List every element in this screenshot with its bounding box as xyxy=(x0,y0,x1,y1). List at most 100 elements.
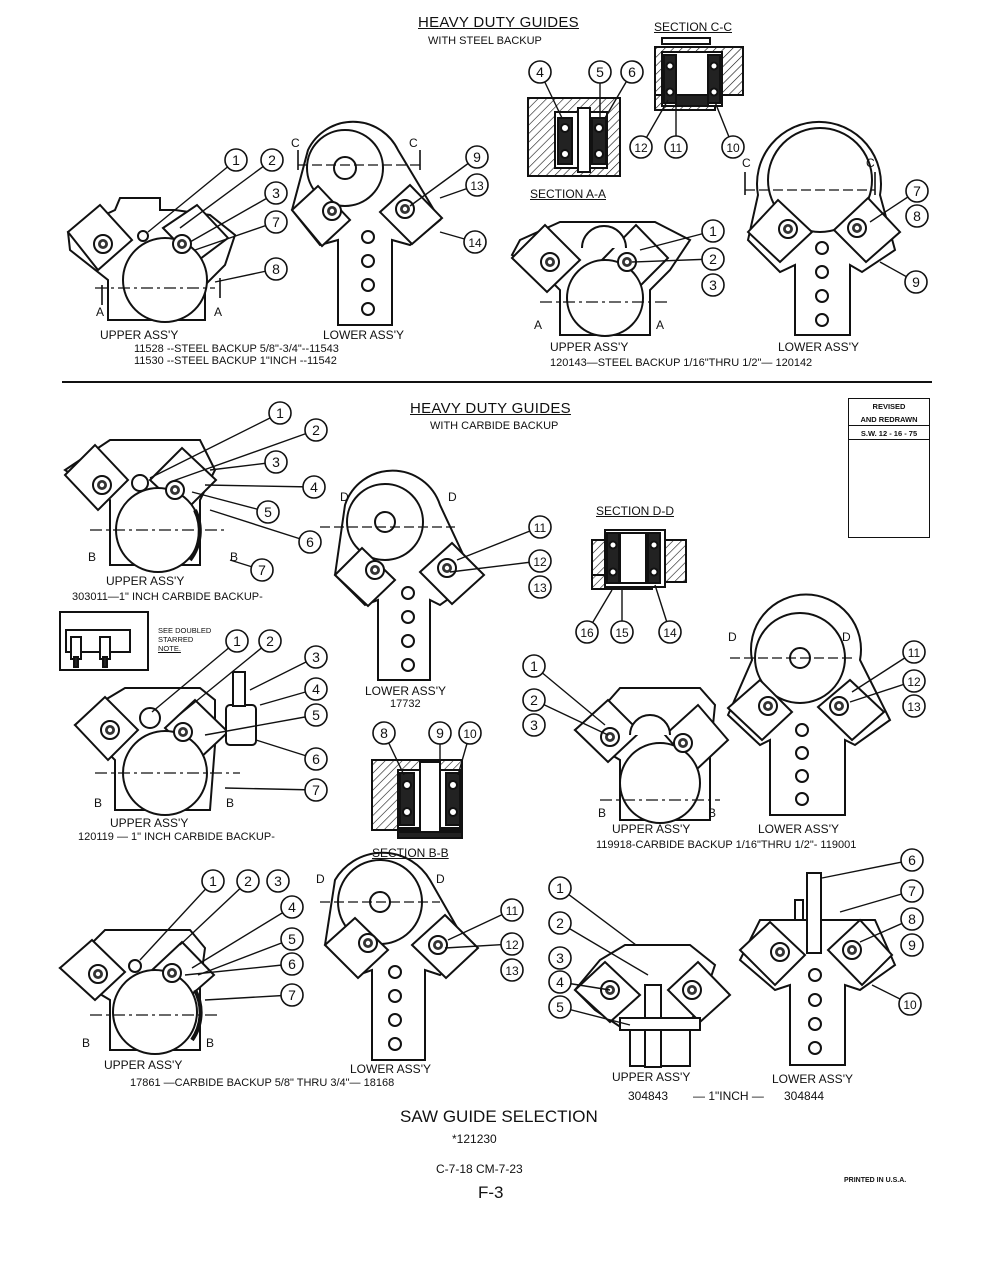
printed-in-usa: PRINTED IN U.S.A. xyxy=(844,1177,907,1184)
callout-balloon xyxy=(258,629,282,653)
callout-number: 1 xyxy=(530,658,538,674)
callout-leader xyxy=(559,922,649,976)
callout-balloon xyxy=(902,640,926,664)
callout-leader xyxy=(631,258,714,263)
callout-number: 12 xyxy=(533,555,547,569)
section-letter-b: B xyxy=(226,796,235,810)
section-letter-d: D xyxy=(842,630,851,644)
upper-assembly-steel-2 xyxy=(510,221,692,337)
callout-number: 4 xyxy=(536,64,544,80)
parts-line-c: 119918-CARBIDE BACKUP 1/16"THRU 1/2"- 11… xyxy=(596,839,857,851)
callout-number: 6 xyxy=(908,852,916,868)
callout-number: 5 xyxy=(312,707,320,723)
section-letter-d: D xyxy=(448,490,457,504)
parts-line-1a: 11528 --STEEL BACKUP 5/8"-3/4"--11543 xyxy=(134,343,339,355)
callout-balloon xyxy=(500,932,524,956)
callout-balloon xyxy=(500,958,524,982)
callout-leader xyxy=(851,651,915,693)
callout-balloon xyxy=(266,869,290,893)
callout-number: 11 xyxy=(506,904,519,918)
callout-leader xyxy=(449,560,541,573)
callout-leader xyxy=(533,665,606,726)
section-letter-d: D xyxy=(340,490,349,504)
section-letter-d: D xyxy=(728,630,737,644)
callout-leader xyxy=(149,412,281,479)
lower-assembly-steel-2 xyxy=(746,120,902,336)
upper-assembly-steel-1 xyxy=(66,197,237,323)
callout-number: 6 xyxy=(628,64,636,80)
callout-leader xyxy=(224,787,317,791)
callout-number: 13 xyxy=(533,581,547,595)
set-screw-icon xyxy=(540,252,560,272)
parts-number-e-left: 304843 xyxy=(628,1089,669,1103)
callout-number: 4 xyxy=(556,974,564,990)
redrawn-label: AND REDRAWN xyxy=(860,415,918,424)
revision-date: S.W. 12 - 16 - 75 xyxy=(860,429,918,438)
parts-line-1b: 11530 --STEEL BACKUP 1"INCH --11542 xyxy=(134,355,337,367)
callout-leader xyxy=(169,429,317,483)
section-letter-b: B xyxy=(82,1036,91,1050)
callout-balloon xyxy=(548,911,572,935)
set-screw-icon xyxy=(437,558,457,578)
callout-balloon xyxy=(304,703,328,727)
callout-leader xyxy=(194,221,277,251)
callout-balloon xyxy=(904,270,928,294)
callout-balloon xyxy=(528,60,552,84)
set-screw-icon xyxy=(88,964,108,984)
callout-leader xyxy=(191,491,269,513)
section-letter-a: A xyxy=(96,305,105,319)
section-letter-a: A xyxy=(534,318,543,332)
callout-balloon xyxy=(463,230,487,254)
callout-balloon xyxy=(588,60,612,84)
callout-balloon xyxy=(664,135,688,159)
section-letter-c: C xyxy=(866,156,875,170)
set-screw-icon xyxy=(428,935,448,955)
set-screw-icon xyxy=(92,475,112,495)
carbide-heading: HEAVY DUTY GUIDES xyxy=(410,400,571,417)
callout-number: 3 xyxy=(272,454,280,470)
callout-balloon xyxy=(250,558,274,582)
callout-leader xyxy=(456,526,541,561)
callout-balloon xyxy=(528,549,552,573)
callout-number: 6 xyxy=(288,956,296,972)
callout-leader xyxy=(204,994,293,1001)
callout-leader xyxy=(559,1006,631,1026)
callout-number: 8 xyxy=(272,261,280,277)
doubled-starred-note-detail xyxy=(59,611,149,671)
callout-number: 13 xyxy=(907,700,921,714)
callout-balloon xyxy=(465,145,489,169)
callout-balloon xyxy=(298,530,322,554)
lower-assy-number-a: 17732 xyxy=(390,698,421,710)
callout-balloon xyxy=(610,620,634,644)
callout-number: 14 xyxy=(663,626,677,640)
callout-leader xyxy=(179,880,249,946)
set-screw-icon xyxy=(322,201,342,221)
callout-number: 11 xyxy=(670,141,683,155)
callout-balloon xyxy=(268,401,292,425)
callout-balloon xyxy=(264,210,288,234)
callout-leader xyxy=(821,859,913,879)
callout-number: 1 xyxy=(709,223,717,239)
set-screw-icon xyxy=(758,696,778,716)
callout-balloon xyxy=(280,952,304,976)
revision-box: REVISED AND REDRAWN S.W. 12 - 16 - 75 xyxy=(848,398,930,538)
revised-label: REVISED xyxy=(872,402,906,411)
lower-assy-label-c: LOWER ASS'Y xyxy=(758,822,839,836)
callout-number: 7 xyxy=(272,214,280,230)
callout-number: 9 xyxy=(473,149,481,165)
callout-balloon xyxy=(900,848,924,872)
lower-assy-label-2: LOWER ASS'Y xyxy=(778,340,859,354)
callout-leader xyxy=(839,890,913,913)
section-b-b-label: SECTION B-B xyxy=(372,846,449,860)
section-letter-b: B xyxy=(230,550,239,564)
lower-assembly-carbide-e xyxy=(738,872,897,1066)
callout-balloon xyxy=(264,450,288,474)
carbide-subheading: WITH CARBIDE BACKUP xyxy=(430,420,559,432)
callout-balloon xyxy=(575,620,599,644)
callout-number: 2 xyxy=(556,915,564,931)
callout-number: 2 xyxy=(530,692,538,708)
callout-number: 3 xyxy=(312,649,320,665)
callout-balloon xyxy=(522,688,546,712)
upper-assembly-carbide-e xyxy=(573,944,732,1068)
section-letter-c: C xyxy=(742,156,751,170)
